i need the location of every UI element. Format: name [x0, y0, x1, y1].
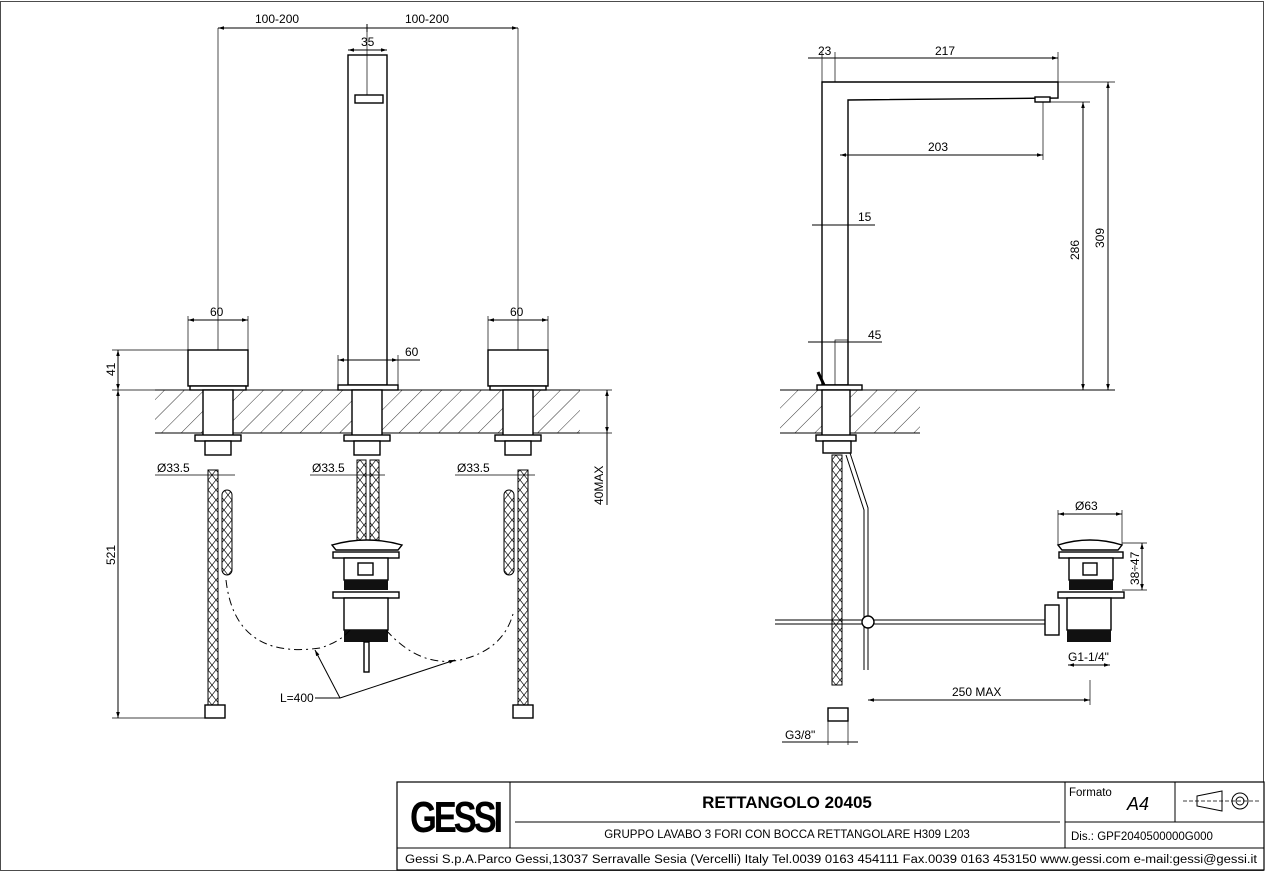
left-handle — [187, 28, 249, 391]
dim-body-width: 15 — [858, 210, 872, 224]
dim-handle-right: 60 — [510, 305, 524, 319]
side-view: 23 217 203 15 45 286 309 Ø63 38÷47 G1-1/… — [775, 44, 1147, 745]
dim-spout-base: 60 — [405, 345, 419, 359]
projection-symbol-icon — [1183, 790, 1260, 812]
hose-arc-right — [385, 609, 515, 662]
gessi-logo: GESSI — [410, 793, 501, 842]
dim-hole-center: Ø33.5 — [312, 461, 345, 475]
dim-rod-length: 250 MAX — [952, 685, 1001, 699]
dim-spout-length: 217 — [935, 44, 955, 58]
dim-spacing-left: 100-200 — [255, 12, 299, 26]
format-value: A4 — [1126, 794, 1149, 814]
dim-body-offset: 23 — [818, 44, 832, 58]
hose-length-label: L=400 — [280, 691, 314, 705]
title-block: GESSI RETTANGOLO 20405 GRUPPO LAVABO 3 F… — [396, 781, 1265, 871]
dim-outlet-height: 286 — [1068, 240, 1082, 260]
drawing-title: RETTANGOLO 20405 — [702, 793, 872, 812]
right-handle — [487, 28, 549, 391]
drawing-subtitle: GRUPPO LAVABO 3 FORI CON BOCCA RETTANGOL… — [604, 829, 970, 841]
popup-waste-side — [1044, 539, 1125, 642]
dim-waste-thread: G1-1/4" — [1068, 650, 1109, 664]
drawing-number: Dis.: GPF2040500000G000 — [1071, 831, 1213, 843]
shanks — [194, 389, 542, 456]
hoses-front — [204, 459, 534, 719]
dim-waste-range: 38÷47 — [1128, 551, 1142, 585]
dim-handle-height: 41 — [104, 362, 118, 376]
dim-total-height-side: 309 — [1093, 228, 1107, 248]
format-label: Formato — [1069, 787, 1112, 799]
front-view: 100-200 100-200 35 60 60 60 41 521 40MAX… — [104, 12, 612, 719]
dim-hole-right: Ø33.5 — [457, 461, 490, 475]
company-address: Gessi S.p.A.Parco Gessi,13037 Serravalle… — [405, 854, 1258, 866]
dim-hole-left: Ø33.5 — [157, 461, 190, 475]
dim-base-width: 45 — [868, 328, 882, 342]
popup-waste-front — [330, 539, 404, 673]
dim-spout-reach: 203 — [928, 140, 948, 154]
spout-side — [821, 81, 1059, 386]
dim-waste-diameter: Ø63 — [1075, 499, 1098, 513]
dim-supply-thread: G3/8" — [785, 728, 815, 742]
hose-arc-left — [225, 579, 351, 651]
spout-front — [337, 28, 399, 391]
dim-spout-outlet: 35 — [361, 35, 375, 49]
dim-handle-left: 60 — [210, 305, 224, 319]
dim-total-height-front: 521 — [104, 545, 118, 565]
dim-spacing-right: 100-200 — [405, 12, 449, 26]
dim-deck-thickness: 40MAX — [592, 466, 606, 505]
